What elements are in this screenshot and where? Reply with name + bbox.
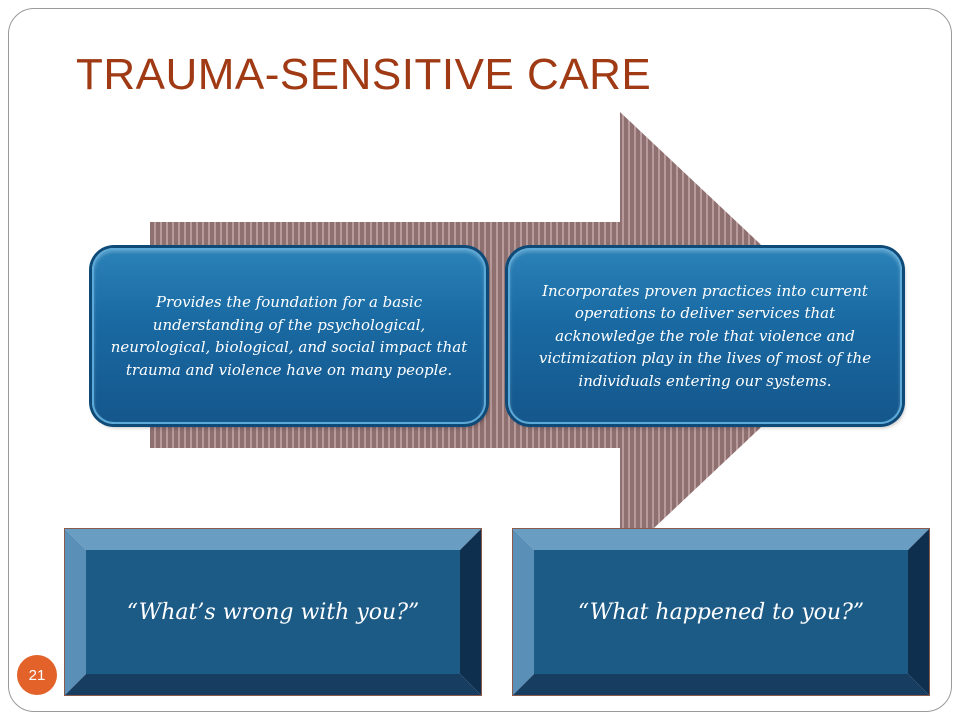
page-number-badge: 21 [17,655,57,695]
slide-title: TRAUMA-SENSITIVE CARE [76,50,652,99]
happened-question-text: “What happened to you?” [577,599,865,625]
arrow-shape [150,112,858,560]
practices-text: Incorporates proven practices into curre… [538,281,872,390]
practices-box: Incorporates proven practices into curre… [508,248,902,424]
foundation-text: Provides the foundation for a basic unde… [110,293,468,379]
foundation-box: Provides the foundation for a basic unde… [92,248,486,424]
happened-question-box [512,528,930,696]
wrong-question-text: “What’s wrong with you?” [126,599,420,625]
wrong-question-box [64,528,482,696]
